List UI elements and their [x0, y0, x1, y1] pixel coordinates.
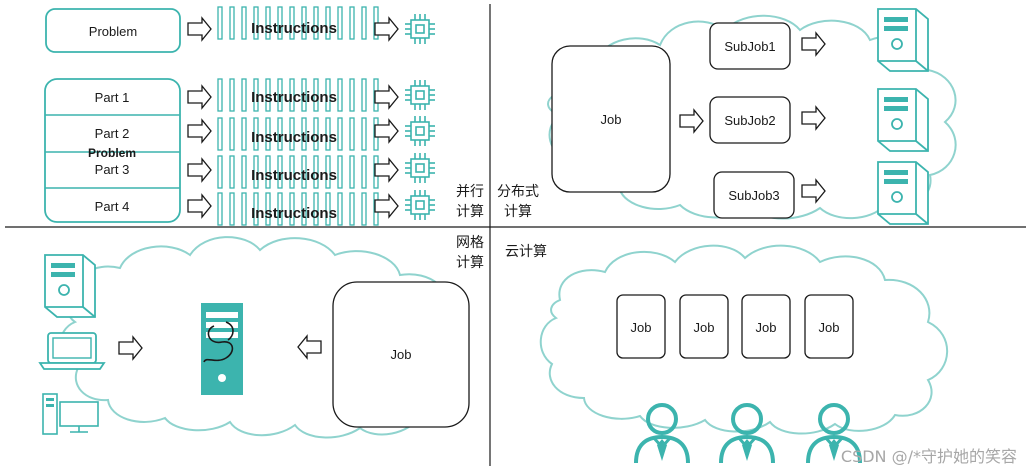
part-4-label: Part 4 — [95, 199, 130, 214]
job-label: Job — [391, 347, 412, 362]
subjob3-label: SubJob3 — [728, 188, 779, 203]
grid-computing-section: Job 网格 计算 — [38, 234, 484, 439]
grid-label-line2: 计算 — [456, 254, 484, 270]
job-label: Job — [756, 320, 777, 335]
cpu-chip-icon — [404, 189, 436, 221]
subjob1-label: SubJob1 — [724, 39, 775, 54]
server-tower-icon — [877, 88, 929, 152]
job-box — [679, 294, 729, 359]
job-label: Job — [819, 320, 840, 335]
server-tower-icon — [44, 254, 96, 318]
grouped-problem-label: Problem — [88, 146, 136, 160]
instructions-label: Instructions — [251, 205, 337, 222]
cloud-label: 云计算 — [505, 243, 547, 259]
distributed-label-line2: 计算 — [504, 203, 532, 219]
cpu-chip-icon — [404, 13, 436, 45]
grid-label-line1: 网格 — [456, 234, 484, 250]
laptop-icon — [38, 332, 106, 370]
job-label: Job — [631, 320, 652, 335]
part-1-label: Part 1 — [95, 90, 130, 105]
cpu-chip-icon — [404, 115, 436, 147]
parallel-label-line2: 计算 — [456, 203, 484, 219]
job-box — [332, 281, 470, 428]
distributed-label-line1: 分布式 — [497, 183, 539, 199]
cloud-computing-section: 云计算 Job Job Job Job — [505, 243, 949, 465]
subjob2-label: SubJob2 — [724, 113, 775, 128]
instructions-label: Instructions — [251, 20, 337, 37]
distributed-computing-section: Job SubJob1 SubJob2 SubJob3 分布式 计算 — [497, 8, 957, 225]
right-arrow-icon — [187, 85, 212, 109]
right-arrow-icon — [187, 119, 212, 143]
cpu-chip-icon — [404, 79, 436, 111]
job-box — [616, 294, 666, 359]
watermark-text: CSDN @/*守护她的笑容 — [840, 447, 1017, 466]
parallel-label-line1: 并行 — [456, 183, 484, 199]
subjob2-box — [709, 96, 791, 144]
cpu-chip-icon — [404, 152, 436, 184]
right-arrow-icon — [187, 17, 212, 41]
right-arrow-icon — [187, 158, 212, 182]
server-tower-icon — [877, 8, 929, 72]
job-box — [741, 294, 791, 359]
job-label: Job — [601, 112, 622, 127]
problem-label: Problem — [89, 24, 137, 39]
job-box — [551, 45, 671, 193]
job-label: Job — [694, 320, 715, 335]
desktop-computer-icon — [42, 393, 99, 435]
problem-box — [45, 8, 181, 53]
server-tower-icon — [877, 161, 929, 225]
job-box — [804, 294, 854, 359]
subjob1-box — [709, 22, 791, 70]
part-3-label: Part 3 — [95, 162, 130, 177]
instructions-label: Instructions — [251, 89, 337, 106]
part-2-label: Part 2 — [95, 126, 130, 141]
server-rack-icon — [201, 303, 243, 395]
parallel-computing-section: Problem Instructions Part 1 Part 2 Probl… — [44, 6, 484, 226]
instructions-label: Instructions — [251, 167, 337, 184]
subjob3-box — [713, 171, 795, 219]
instructions-label: Instructions — [251, 129, 337, 146]
right-arrow-icon — [187, 194, 212, 218]
